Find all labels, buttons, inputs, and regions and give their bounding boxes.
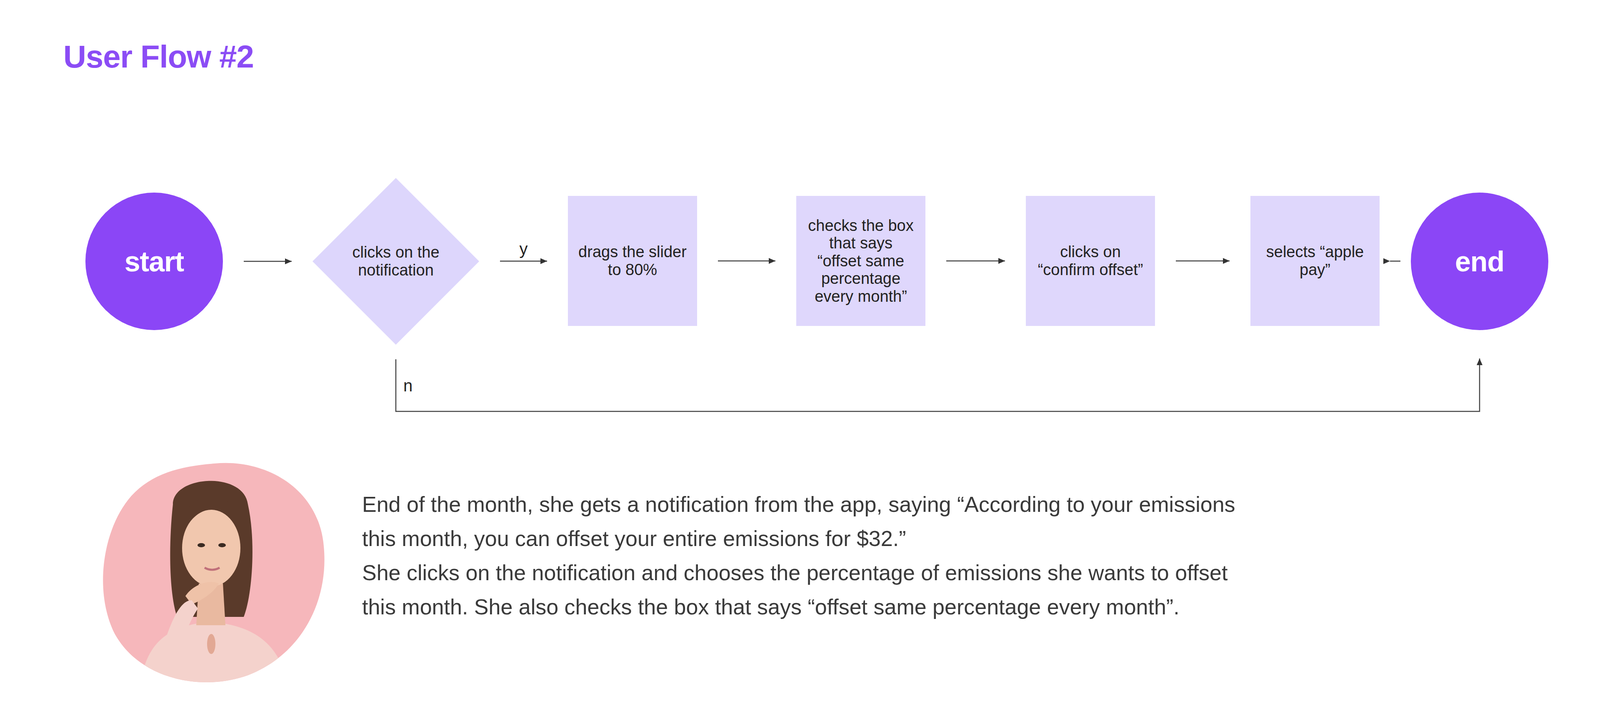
- connector: [1383, 258, 1401, 265]
- arrowhead: [1383, 258, 1390, 265]
- step-label: clicks on “confirm offset”: [1035, 242, 1145, 279]
- branch-label: y: [517, 239, 531, 258]
- step-label: selects “apple pay”: [1260, 242, 1370, 279]
- arrowhead: [1476, 358, 1483, 365]
- eye: [218, 542, 226, 548]
- persona-photo: [102, 458, 328, 684]
- connector-line: [1390, 260, 1401, 262]
- eye: [197, 542, 205, 548]
- connector: [1175, 257, 1230, 264]
- branch-label: n: [400, 376, 415, 395]
- process-box: selects “apple pay”: [1250, 195, 1380, 326]
- connector: [395, 358, 1483, 412]
- keyhole: [207, 633, 216, 654]
- step-label: checks the box that says “offset same pe…: [806, 216, 916, 306]
- arrowhead: [768, 257, 776, 264]
- arrowhead: [998, 257, 1005, 264]
- step-label: drags the slider to 80%: [577, 242, 688, 279]
- arrowhead: [1222, 257, 1230, 264]
- connector: [243, 258, 292, 265]
- process-box: drags the slider to 80%: [567, 195, 698, 326]
- face: [182, 509, 241, 587]
- connector-line: [500, 260, 548, 262]
- persona-story: She clicks on the notification and choos…: [362, 555, 1246, 624]
- photo-blob: [102, 462, 325, 683]
- connector: [946, 257, 1005, 264]
- arrowhead: [540, 258, 548, 265]
- step-label: clicks on the notification: [347, 243, 444, 279]
- connector-line: [946, 260, 1005, 262]
- mouth: [204, 567, 220, 570]
- shirt: [139, 621, 290, 684]
- terminal-circle: end: [1410, 192, 1549, 330]
- diamond-shape: [312, 177, 480, 345]
- connector: [717, 257, 776, 264]
- connector-line: [717, 260, 776, 262]
- persona-story: End of the month, she gets a notificatio…: [362, 487, 1246, 556]
- diagram-title: User Flow #2: [63, 38, 254, 75]
- connector-line: [243, 260, 292, 263]
- terminal-circle: start: [85, 192, 223, 330]
- terminal-label: start: [97, 245, 211, 278]
- terminal-label: end: [1423, 245, 1536, 278]
- arm: [164, 600, 198, 655]
- connector-line: [395, 358, 1480, 412]
- process-box: clicks on “confirm offset”: [1025, 195, 1155, 326]
- arrowhead: [285, 258, 292, 265]
- decision-diamond: clicks on the notification: [312, 177, 480, 345]
- connector: [500, 258, 548, 265]
- connector-line: [1175, 260, 1230, 262]
- process-box: checks the box that says “offset same pe…: [796, 195, 926, 326]
- hair-front: [181, 497, 244, 542]
